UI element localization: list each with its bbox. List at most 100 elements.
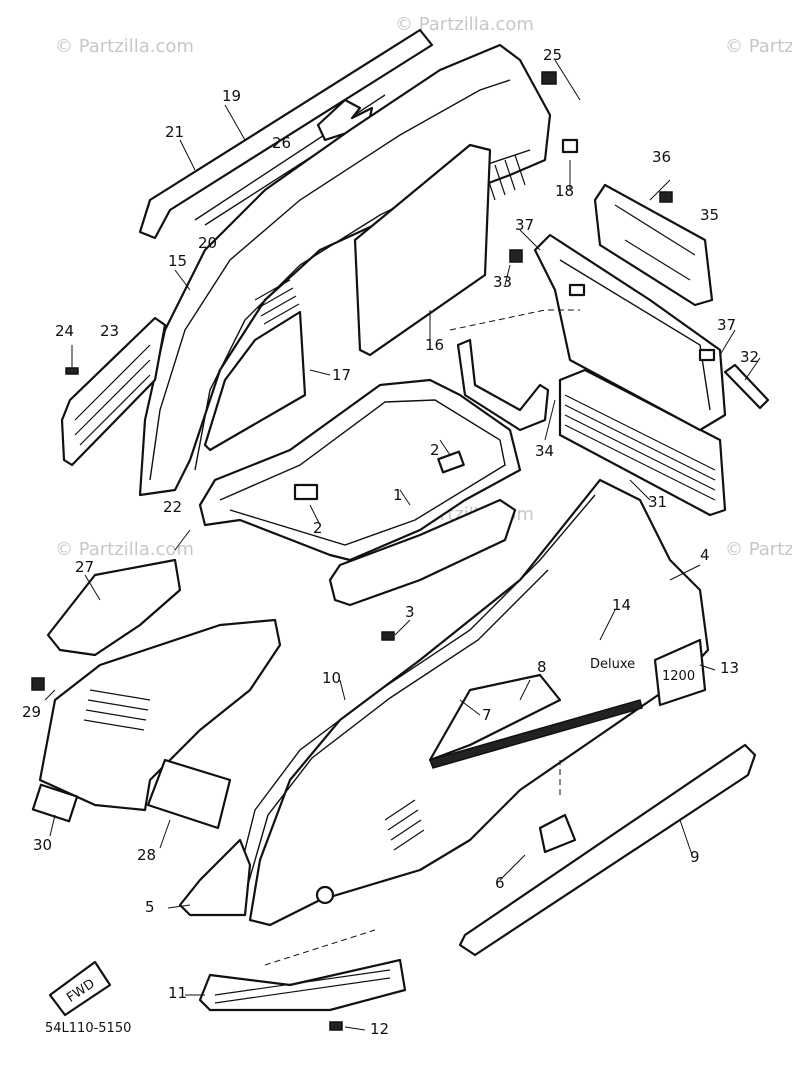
part-16-pad[interactable] <box>353 143 492 357</box>
part-15-edge <box>149 79 511 481</box>
part-23-ribs <box>74 344 151 446</box>
part-36-screw[interactable] <box>659 191 673 203</box>
callout-17: 17 <box>332 366 351 384</box>
part-29-screw[interactable] <box>31 677 45 691</box>
callout-14: 14 <box>612 596 631 614</box>
callout-34: 34 <box>535 442 554 460</box>
part-31-vent-box[interactable] <box>558 368 727 517</box>
callout-12: 12 <box>370 1020 389 1038</box>
callout-37: 37 <box>515 216 534 234</box>
part-32-rod[interactable] <box>723 363 770 410</box>
watermark: © Partzilla.com <box>725 539 792 560</box>
part-25-bolt[interactable] <box>541 71 557 85</box>
part-27-lower[interactable] <box>38 618 282 812</box>
callout-29: 29 <box>22 703 41 721</box>
part-4-hole <box>315 885 335 905</box>
callout-9: 9 <box>690 848 700 866</box>
callout-20: 20 <box>198 234 217 252</box>
callout-23: 23 <box>100 322 119 340</box>
watermark-layer: © Partzilla.com © Partzilla.com © Partzi… <box>55 14 792 560</box>
part-37-box[interactable] <box>533 233 727 432</box>
part-27-front-cowl[interactable] <box>46 558 182 657</box>
part-5-lower-panel[interactable] <box>178 838 252 917</box>
callout-1: 1 <box>393 486 403 504</box>
callout-22: 22 <box>163 498 182 516</box>
part-14-emblem: Deluxe <box>590 657 635 672</box>
callout-25: 25 <box>543 46 562 64</box>
callout-19: 19 <box>222 87 241 105</box>
part-37-edge <box>559 259 711 411</box>
callout-31: 31 <box>648 493 667 511</box>
badge-text: 1200 <box>662 669 695 684</box>
callout-21: 21 <box>165 123 184 141</box>
callout-26: 26 <box>272 134 291 152</box>
part-31-vents <box>564 394 716 501</box>
part-4-vents <box>384 799 425 851</box>
callout-3: 3 <box>405 603 415 621</box>
part-35-detail <box>614 204 696 281</box>
callout-30: 30 <box>33 836 52 854</box>
callout-18: 18 <box>555 182 574 200</box>
part-34-bracket[interactable] <box>456 338 550 432</box>
part-15-trunk-lid[interactable] <box>138 43 552 497</box>
watermark: © Partzilla.com <box>55 539 194 560</box>
part-10-edge <box>244 569 549 896</box>
callout-10: 10 <box>322 669 341 687</box>
fwd-arrow-icon <box>48 960 112 1017</box>
callout-13: 13 <box>720 659 739 677</box>
part-13-badge-plate[interactable] <box>653 638 707 707</box>
callout-32: 32 <box>740 348 759 366</box>
part-21-strip[interactable] <box>138 28 434 240</box>
callout-27: 27 <box>75 558 94 576</box>
callout-2: 2 <box>430 441 440 459</box>
callout-36: 36 <box>652 148 671 166</box>
callout-16: 16 <box>425 336 444 354</box>
part-12-screw[interactable] <box>329 1021 343 1031</box>
part-8-stripe[interactable] <box>429 699 643 769</box>
callout-5: 5 <box>145 898 155 916</box>
callout-2b: 2 <box>313 519 323 537</box>
part-7-window[interactable] <box>428 673 562 762</box>
callout-8: 8 <box>537 658 547 676</box>
part-33-screw[interactable] <box>509 249 523 263</box>
callout-33: 33 <box>493 273 512 291</box>
part-3-screw[interactable] <box>381 631 395 641</box>
watermark: © Partzilla.com <box>55 36 194 57</box>
part-17-inner-panel[interactable] <box>203 310 307 452</box>
callout-7: 7 <box>482 706 492 724</box>
part-15-vents <box>254 154 526 325</box>
part-26-bracket[interactable] <box>316 98 374 142</box>
part-2-bumper[interactable] <box>293 483 319 501</box>
watermark: © Partzilla.com <box>395 14 534 35</box>
callout-15: 15 <box>168 252 187 270</box>
part-30-emblem[interactable] <box>31 783 79 823</box>
part-10-edge <box>234 494 596 891</box>
part-11-lower-bracket[interactable] <box>198 958 407 1012</box>
part-18-nut[interactable] <box>561 138 579 154</box>
callout-24: 24 <box>55 322 74 340</box>
callout-28: 28 <box>137 846 156 864</box>
part-6-pad[interactable] <box>538 813 577 854</box>
diagram-code: 54L110-5150 <box>45 1021 131 1036</box>
part-23-side-plate[interactable] <box>60 316 167 467</box>
part-9-trim-strip[interactable] <box>458 743 757 957</box>
callout-37b: 37 <box>717 316 736 334</box>
callout-11: 11 <box>168 984 187 1002</box>
assembly-line <box>264 309 580 966</box>
watermark: © Partzilla.com <box>725 36 792 57</box>
callout-35: 35 <box>700 206 719 224</box>
part-22-inner-rim <box>219 399 506 546</box>
part-28-pad[interactable] <box>146 758 232 830</box>
part-22-base-frame[interactable] <box>198 378 522 562</box>
part-24-screw[interactable] <box>65 367 79 375</box>
part-27-grille <box>83 689 151 731</box>
callout-6: 6 <box>495 874 505 892</box>
part-37-clip[interactable] <box>568 283 586 297</box>
callout-layer: 1 2 2 3 4 5 6 7 8 9 10 11 12 13 14 15 16… <box>22 46 759 1038</box>
callout-4: 4 <box>700 546 710 564</box>
part-1-tray[interactable] <box>328 498 517 607</box>
part-2-bumper[interactable] <box>437 450 465 474</box>
part-37-clip[interactable] <box>698 348 716 362</box>
